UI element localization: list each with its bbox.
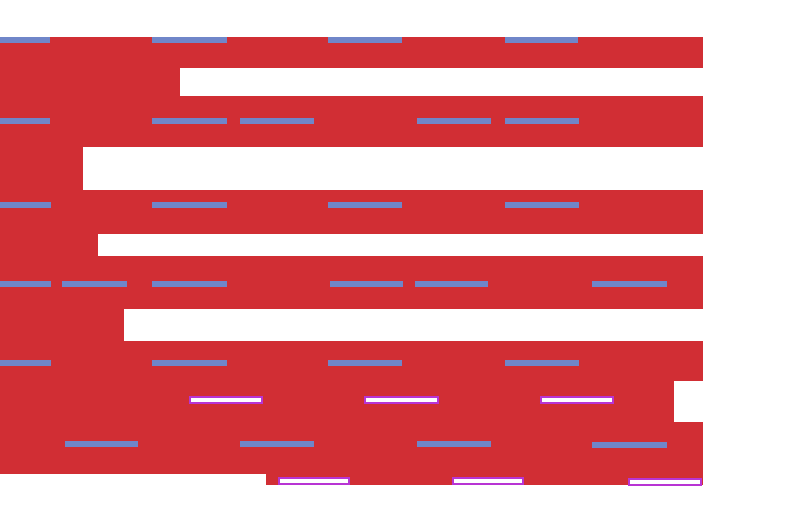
blue-bar[interactable] [505,202,579,208]
outlined-bar[interactable] [452,477,524,485]
red-block [0,68,180,96]
blue-bar[interactable] [152,360,227,366]
blue-bar[interactable] [505,118,579,124]
red-block [0,309,124,341]
blue-bar[interactable] [592,442,667,448]
blue-bar[interactable] [0,118,50,124]
blue-bar[interactable] [505,360,579,366]
outlined-bar[interactable] [628,478,702,486]
outlined-bar[interactable] [189,396,263,404]
blue-bar[interactable] [417,118,491,124]
outlined-bar[interactable] [364,396,439,404]
blue-bar[interactable] [417,441,491,447]
blue-bar[interactable] [0,202,51,208]
red-block [0,190,703,234]
blue-bar[interactable] [0,281,51,287]
blue-bar[interactable] [328,37,402,43]
blue-bar[interactable] [152,118,227,124]
blue-bar[interactable] [0,360,51,366]
red-block [0,96,703,147]
blue-bar[interactable] [152,37,227,43]
white-cutout [674,381,703,422]
red-block [0,234,98,256]
blue-bar[interactable] [328,202,402,208]
outlined-bar[interactable] [278,477,350,485]
blue-bar[interactable] [415,281,488,287]
blue-bar[interactable] [0,37,50,43]
blue-bar[interactable] [152,202,227,208]
red-block [0,147,83,190]
outlined-bar[interactable] [540,396,614,404]
blue-bar[interactable] [330,281,403,287]
blue-bar[interactable] [505,37,578,43]
blue-bar[interactable] [240,441,314,447]
blue-bar[interactable] [328,360,402,366]
blue-bar[interactable] [65,441,138,447]
blue-bar[interactable] [240,118,314,124]
blue-bar[interactable] [592,281,667,287]
blue-bar[interactable] [152,281,227,287]
blue-bar[interactable] [62,281,127,287]
